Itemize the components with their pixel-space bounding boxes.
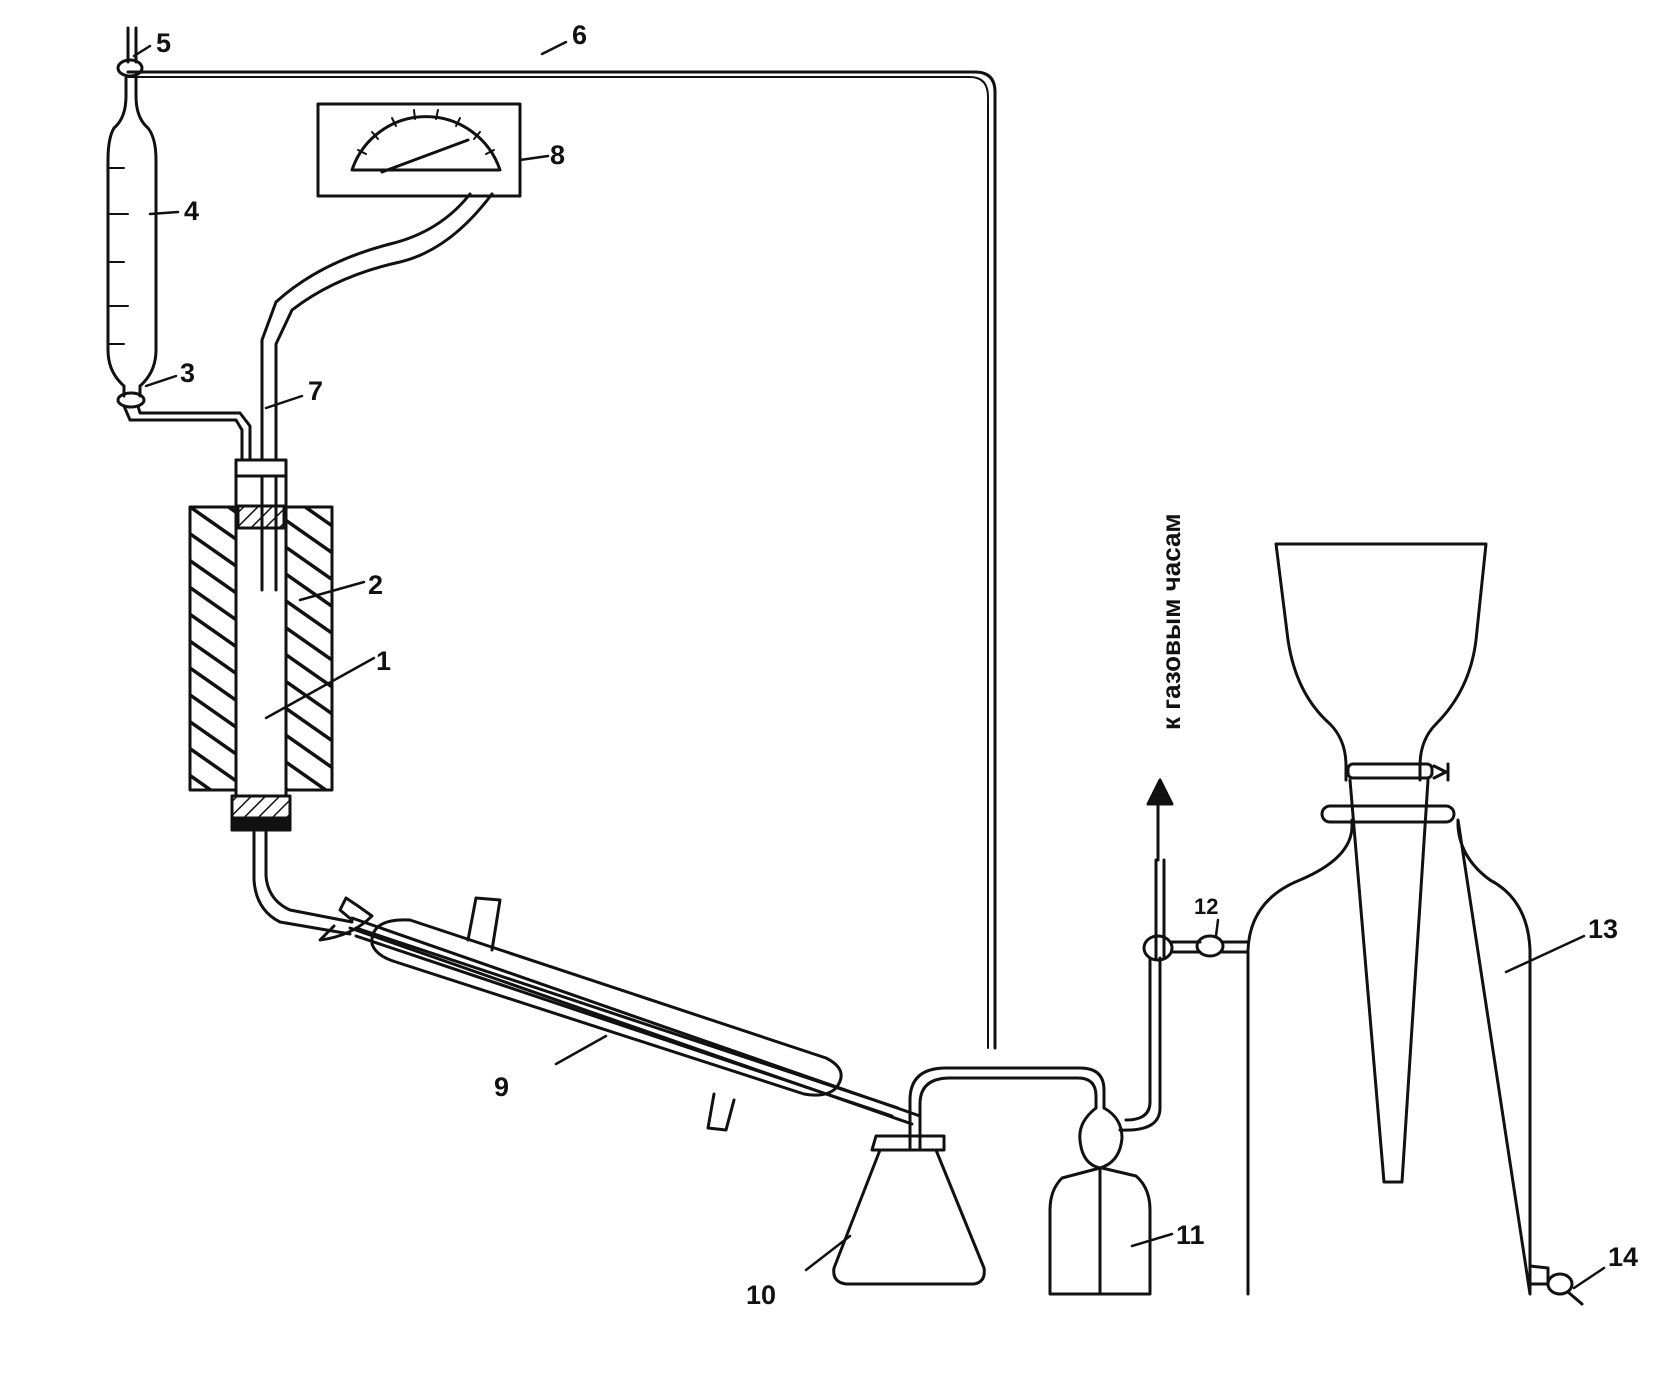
label-8: 8 <box>550 140 565 170</box>
condenser-9 <box>318 896 922 1132</box>
label-3: 3 <box>180 358 195 388</box>
reactor-outlet-tube <box>252 830 354 936</box>
reactor-1 <box>230 458 292 832</box>
label-1: 1 <box>376 646 391 676</box>
label-6: 6 <box>572 20 587 50</box>
leader-lines <box>132 40 1606 1290</box>
outlet-arrow <box>1146 778 1174 806</box>
drain-tap-14 <box>1528 1264 1584 1306</box>
absorber-11 <box>1048 956 1162 1296</box>
flask-to-absorber-tube <box>908 1066 1106 1152</box>
burette-4 <box>106 94 158 398</box>
label-4: 4 <box>184 196 199 226</box>
label-2: 2 <box>368 570 383 600</box>
outlet-caption: к газовым часам <box>1156 513 1186 730</box>
stopcock-5 <box>116 26 144 98</box>
receiver-flask-10 <box>832 1066 1106 1286</box>
burette-scale <box>107 167 129 345</box>
connecting-tube-6 <box>126 70 997 1050</box>
label-7: 7 <box>308 376 323 406</box>
outlet-stopcock <box>1142 798 1174 962</box>
bottle-13 <box>1246 804 1532 1296</box>
label-10: 10 <box>746 1280 776 1310</box>
label-11: 11 <box>1176 1220 1205 1250</box>
leveling-funnel <box>1274 542 1488 1184</box>
label-14: 14 <box>1608 1242 1638 1272</box>
connecting-tube-6-inner <box>127 76 989 1049</box>
label-13: 13 <box>1588 914 1618 944</box>
galvanometer-8 <box>316 102 522 198</box>
label-12: 12 <box>1194 894 1218 919</box>
stopcock-3 <box>116 391 252 464</box>
label-9: 9 <box>494 1072 509 1102</box>
thermocouple-7 <box>260 192 494 592</box>
stopcock-12 <box>1170 934 1250 958</box>
label-5: 5 <box>156 28 171 58</box>
numbered-labels: 5 6 4 3 7 8 2 1 9 10 11 12 13 14 <box>156 20 1638 1310</box>
